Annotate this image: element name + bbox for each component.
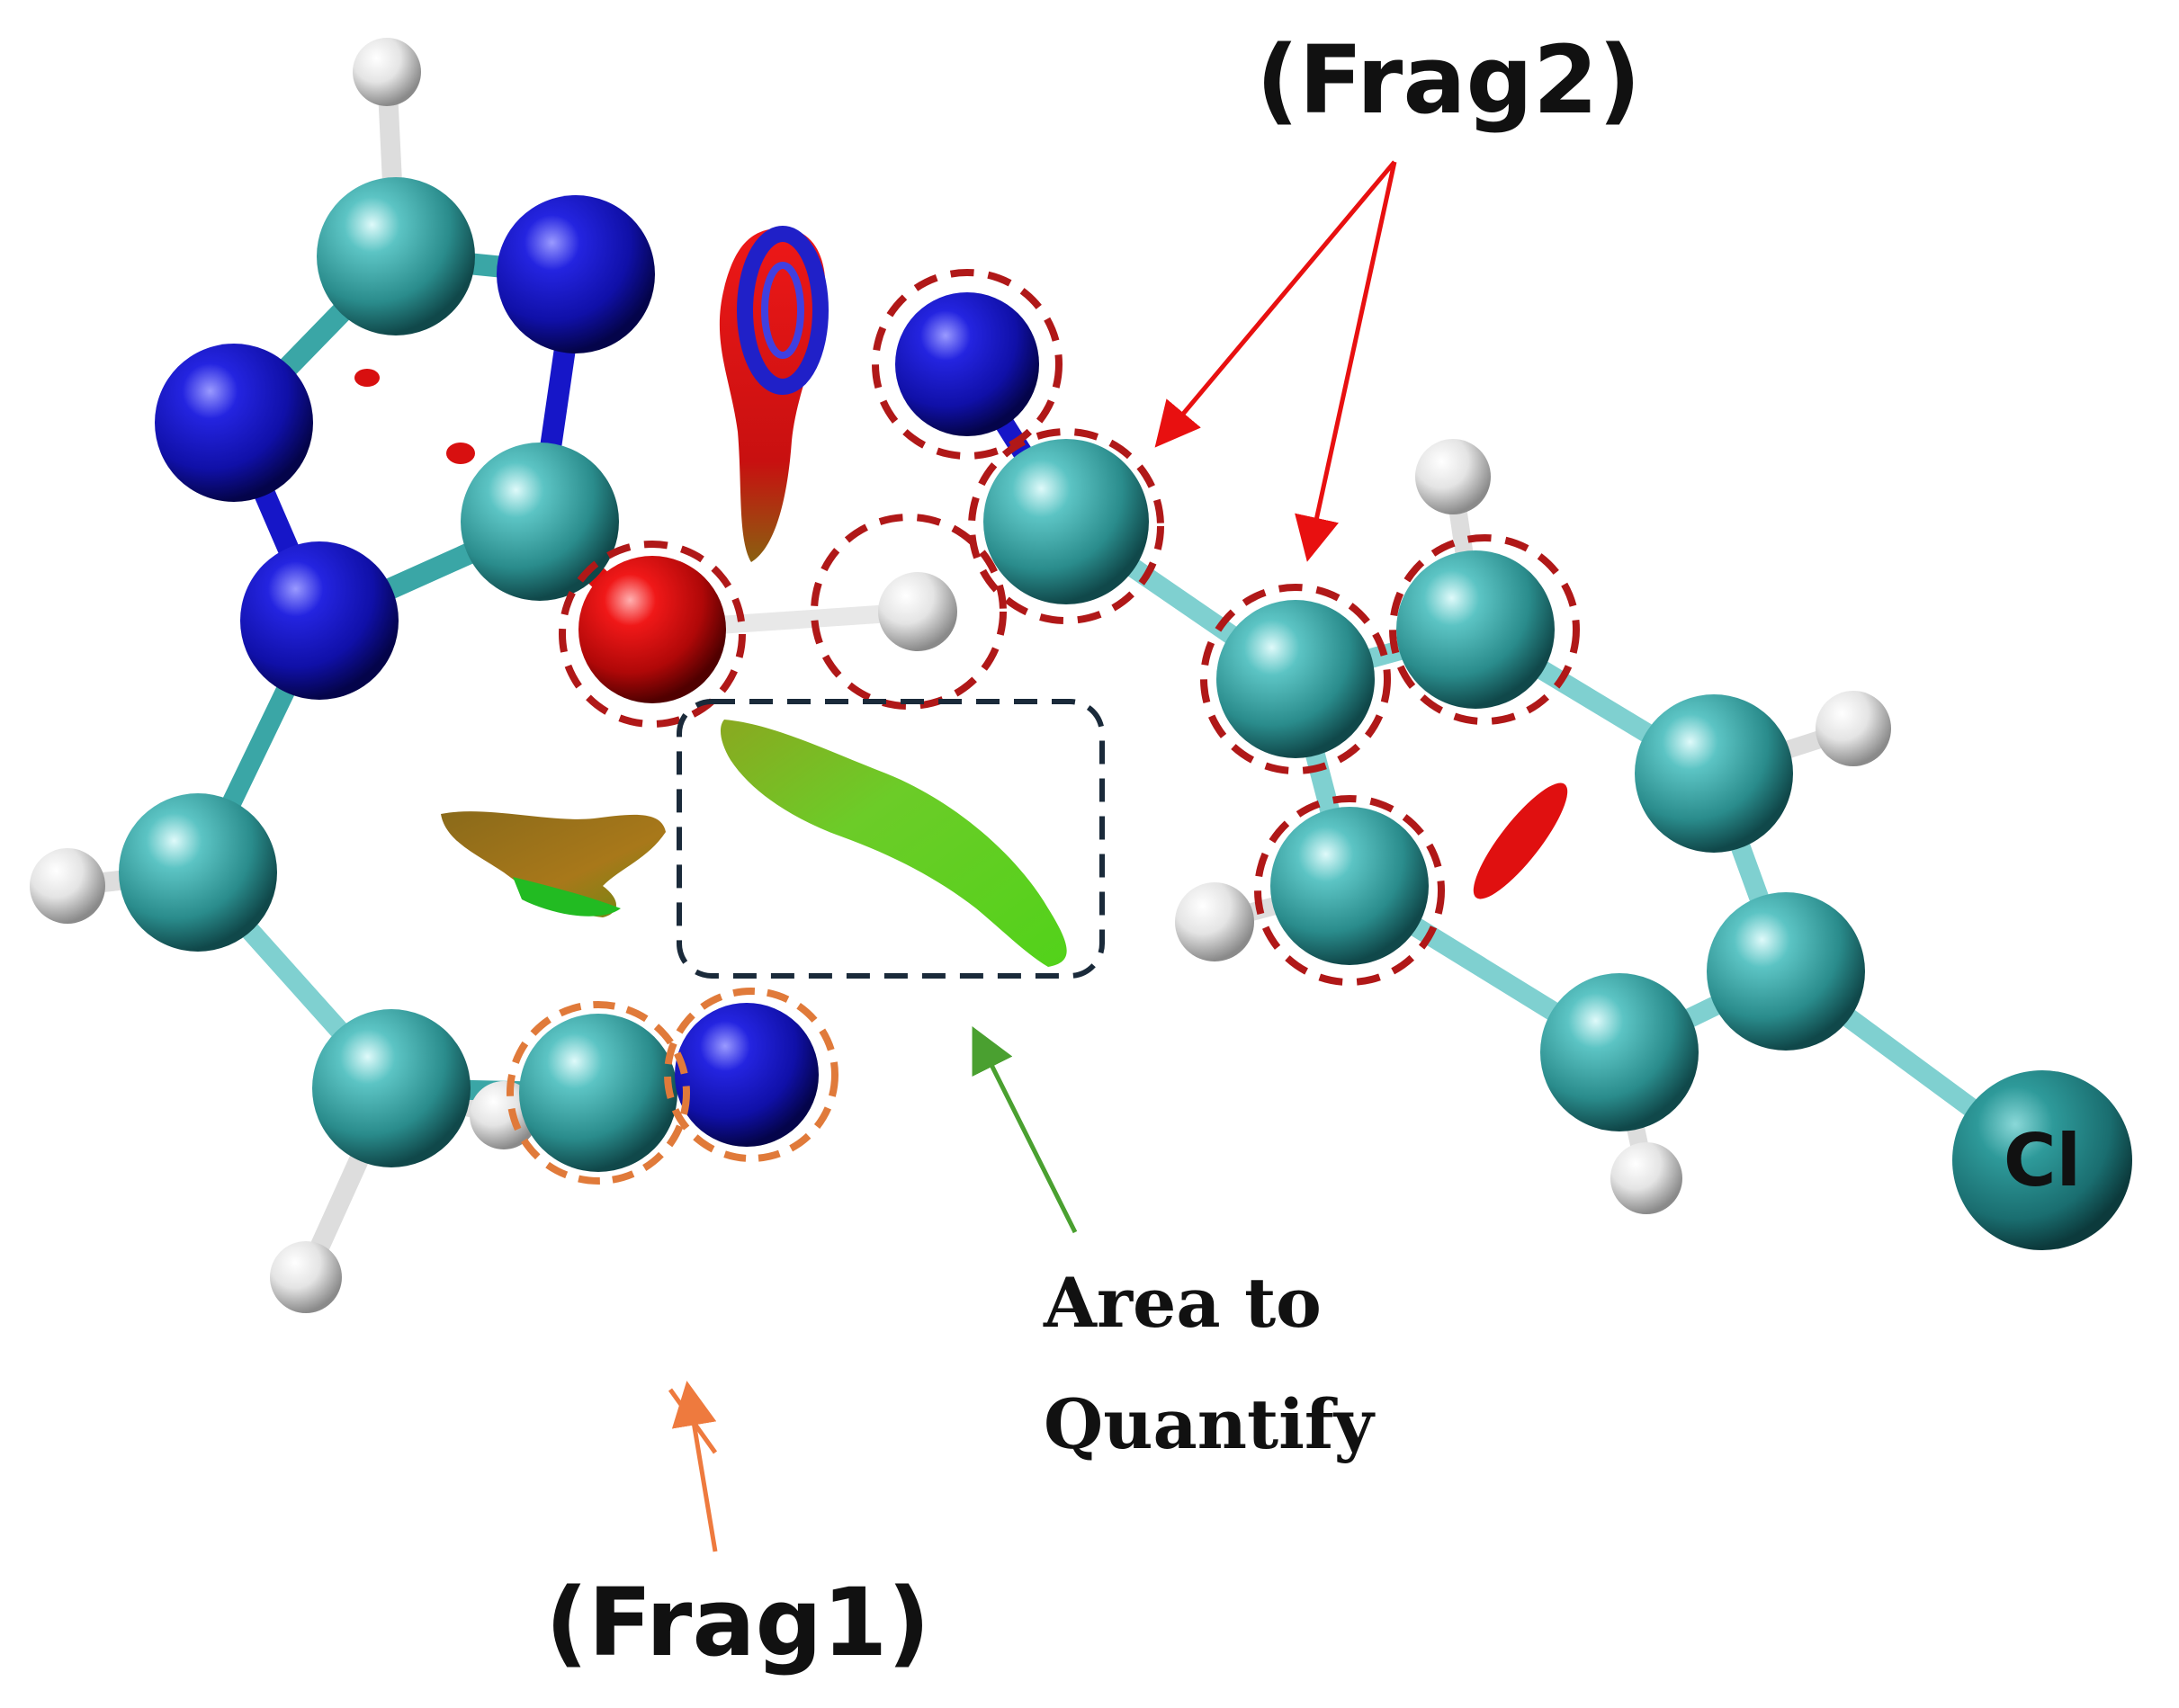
isosurface-red-ellipse (1473, 782, 1568, 899)
frag2-label: (Frag2) (1256, 25, 1641, 135)
area-label-line2: Quantify (1044, 1384, 1376, 1464)
atom-carbon (1707, 892, 1865, 1051)
frag2-atom-ring (968, 428, 1164, 624)
atom-nitrogen (895, 292, 1039, 436)
frag2-atom-ring (872, 269, 1063, 460)
atom-carbon (119, 793, 277, 952)
frag2-arrow (1295, 161, 1397, 562)
area-to-quantify-box (677, 699, 1105, 979)
chlorine-label: Cl (2004, 1119, 2081, 1203)
isosurface-blue-ring-inner (761, 262, 804, 359)
frag1-label: (Frag1) (545, 1568, 930, 1677)
atom-hydrogen (878, 572, 957, 651)
atom-hydrogen (270, 1241, 342, 1313)
atom-nitrogen (155, 344, 313, 502)
frag2-atom-ring (811, 514, 1007, 710)
isosurface-small-green (441, 811, 666, 917)
frag2-atom-ring (1200, 584, 1391, 774)
frag2-arrow (1154, 160, 1396, 448)
atom-carbon (312, 1009, 471, 1167)
atom-hydrogen (1816, 691, 1891, 766)
atom-hydrogen (30, 848, 105, 924)
isosurface-main-green (720, 720, 1067, 967)
atom-hydrogen (1175, 882, 1254, 961)
isosurface-red-dot (354, 369, 380, 387)
frag1-arrow (671, 1381, 718, 1552)
area-arrow (972, 1026, 1078, 1234)
atom-carbon (1270, 807, 1429, 965)
frag2-atom-ring (1389, 534, 1580, 725)
frag2-atom-ring (1254, 795, 1445, 986)
frag2-highlight (559, 269, 1580, 986)
frag1-atom-ring (664, 988, 838, 1162)
area-label-line1: Area to (1043, 1263, 1322, 1343)
atom-carbon (1540, 973, 1699, 1131)
frag1-atom-ring (507, 1001, 690, 1185)
nci-isosurfaces (354, 226, 1568, 967)
atoms: Cl (30, 38, 2132, 1313)
isosurface-blue-ring (737, 226, 829, 395)
isosurface-red-dot (446, 443, 475, 464)
atom-oxygen (578, 556, 726, 703)
atom-carbon (317, 177, 475, 335)
atom-carbon (1396, 550, 1555, 709)
atom-carbon (461, 443, 619, 601)
atom-carbon (1635, 694, 1793, 853)
frag2-atom-ring (559, 541, 746, 728)
isosurface-small-green-tail (513, 877, 621, 917)
atom-nitrogen (675, 1003, 819, 1147)
atom-hydrogen (1415, 439, 1491, 514)
atom-carbon (519, 1014, 677, 1172)
atom-hydrogen (353, 38, 421, 106)
atom-chlorine (1952, 1070, 2132, 1250)
atom-carbon (1216, 600, 1375, 758)
arrows (668, 160, 1397, 1552)
frag1-highlight (507, 988, 838, 1185)
atom-carbon (983, 439, 1149, 604)
atom-nitrogen (497, 195, 655, 353)
atom-hydrogen (1610, 1142, 1682, 1214)
atom-nitrogen (240, 541, 399, 700)
